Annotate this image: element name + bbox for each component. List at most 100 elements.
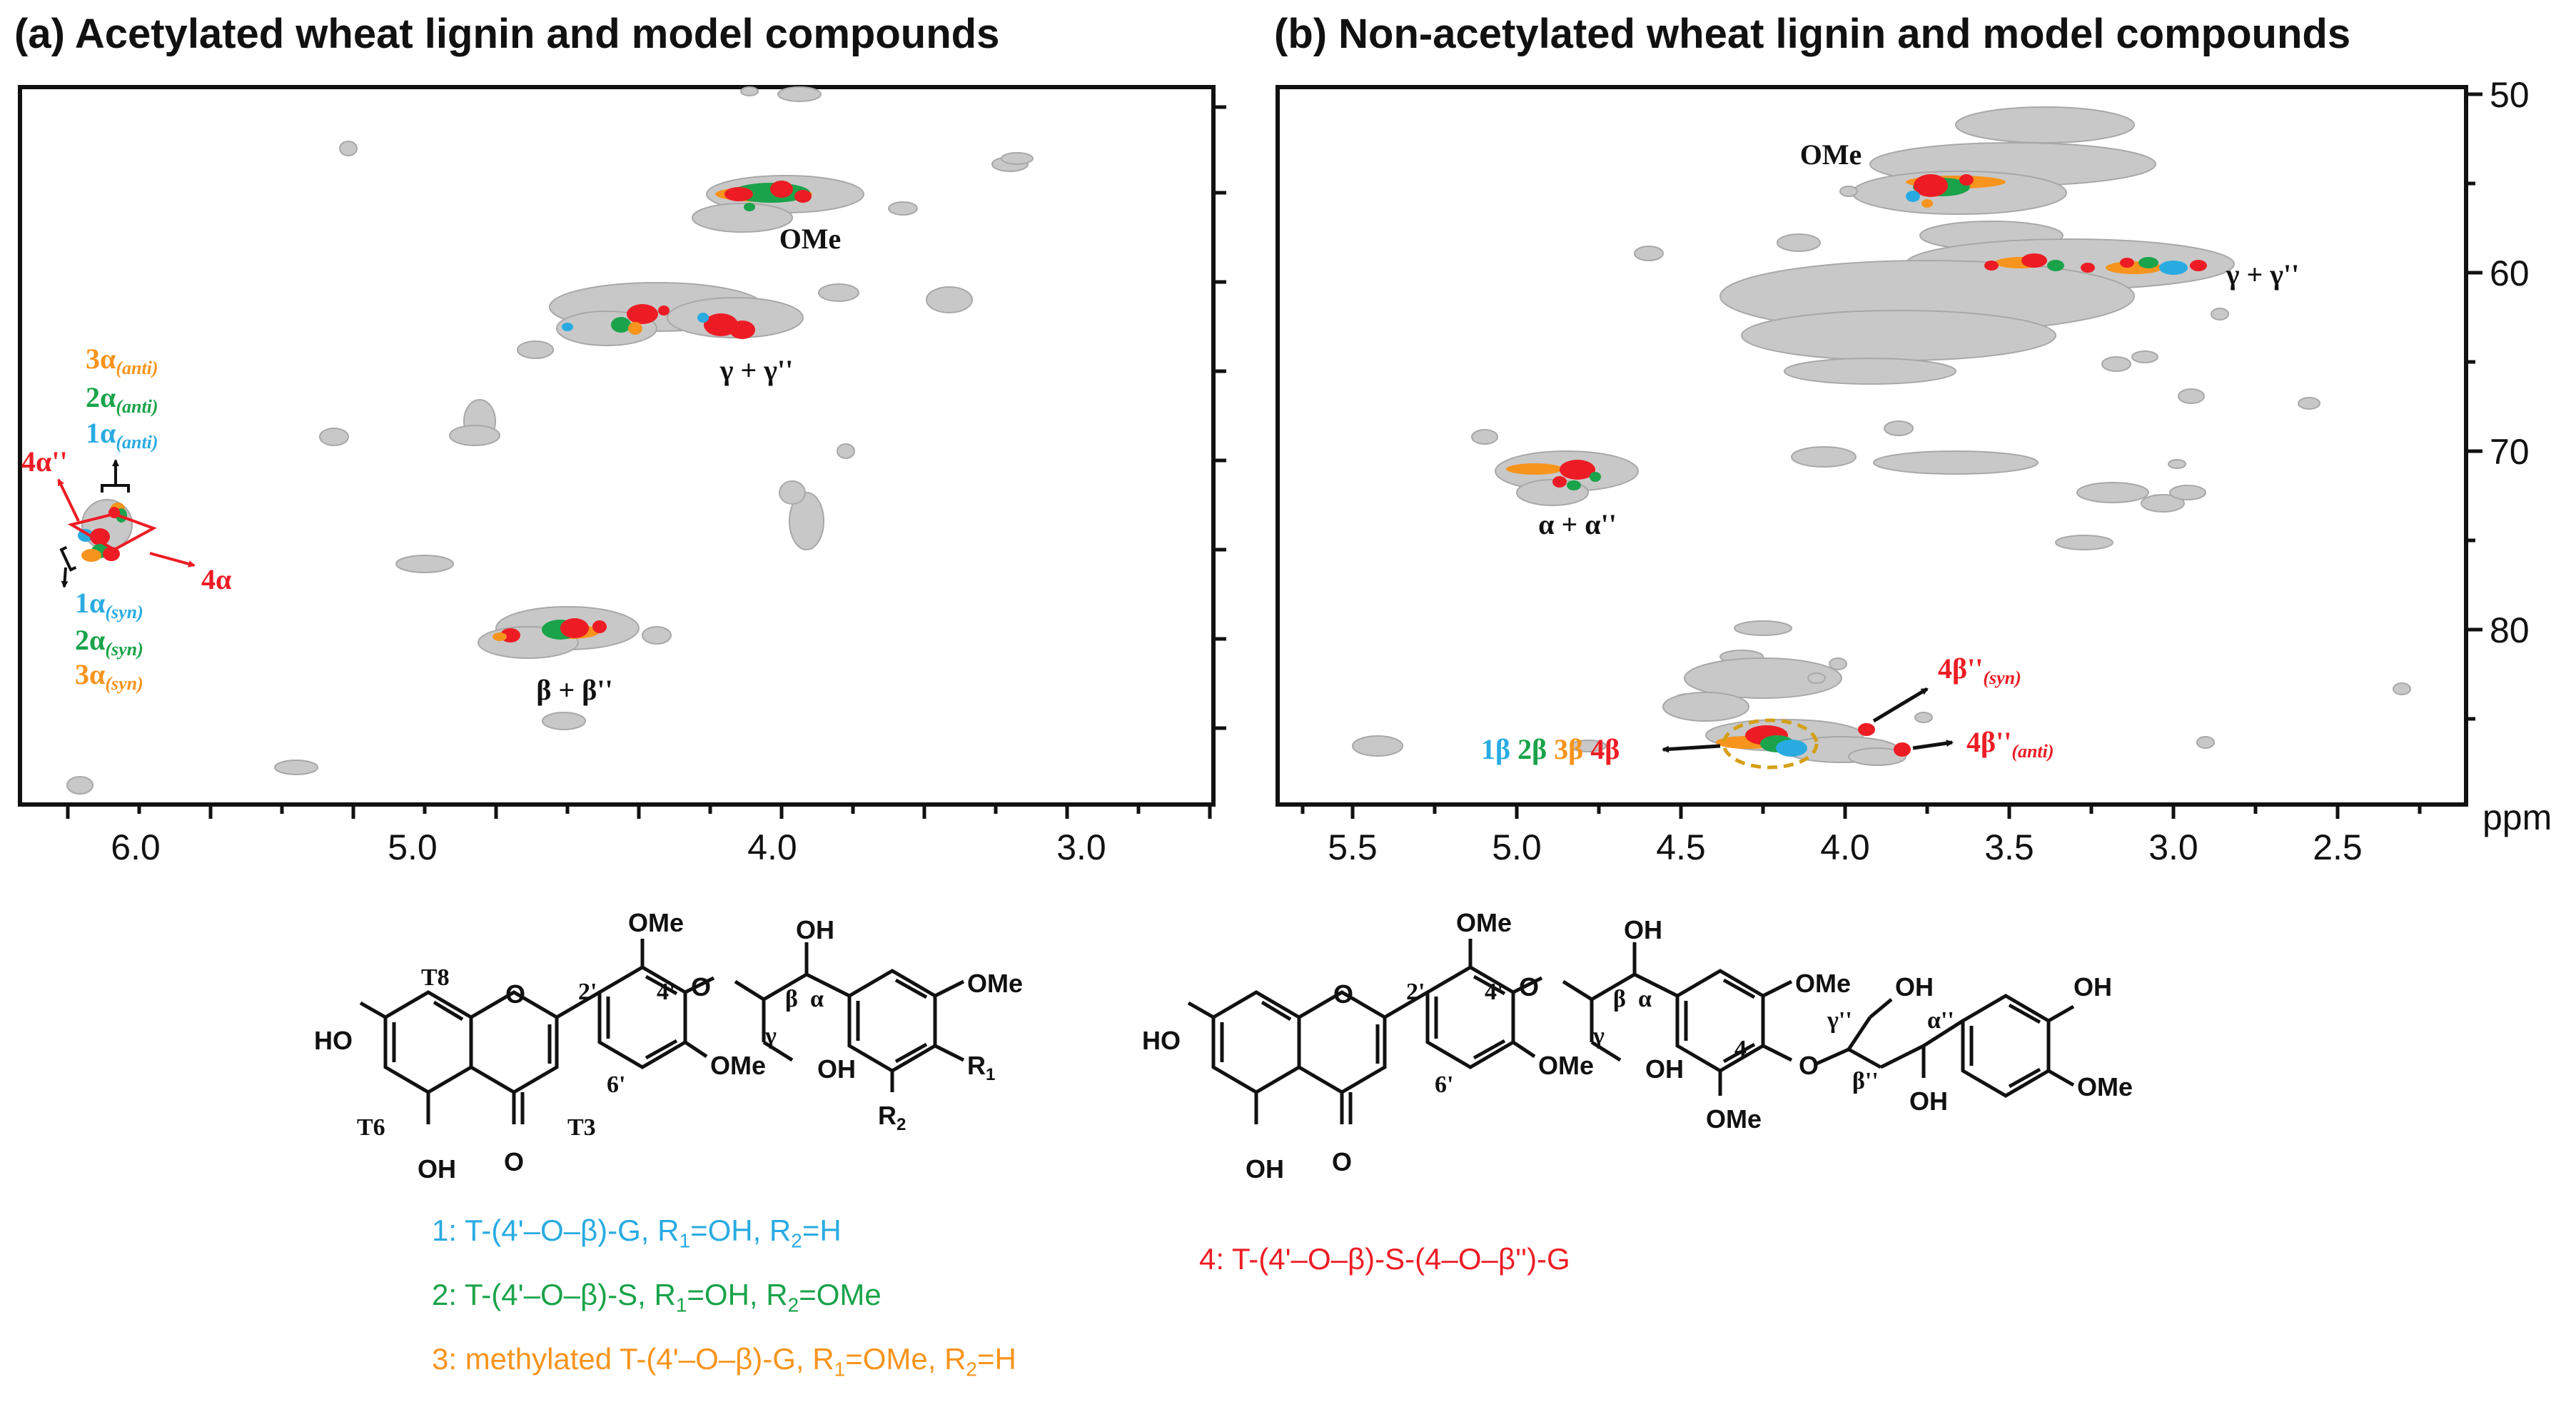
panel-a-tick-4.0: 4.0	[747, 827, 797, 867]
structure-4-position-labels: 2' 4' 6' β α γ 4 γ'' β'' α''	[1406, 979, 1954, 1098]
panel-a-title: (a) Acetylated wheat lignin and model co…	[14, 11, 1000, 57]
panel-b-tick-3.5: 3.5	[1984, 827, 2034, 867]
panel-b-highlight-ring	[1722, 718, 1819, 770]
label-3alpha-syn: 3α(syn)	[75, 658, 143, 694]
panel-b-alpha-label: α + α''	[1538, 508, 1617, 540]
svg-text:γ: γ	[1592, 1023, 1605, 1049]
panel-a-frame	[18, 85, 1216, 807]
svg-text:OH: OH	[1246, 1154, 1284, 1184]
label-4beta-pp-syn: 4β''(syn)	[1938, 652, 2021, 688]
panel-a-tick-5.0: 5.0	[388, 827, 438, 867]
svg-text:O: O	[1332, 1147, 1352, 1176]
panel-b-annotations	[1662, 687, 1954, 753]
panel-b-x-axis	[1300, 805, 2422, 819]
svg-text:2': 2'	[1406, 979, 1425, 1005]
svg-text:O: O	[1333, 979, 1353, 1009]
svg-text:6': 6'	[1435, 1071, 1453, 1098]
svg-text:β: β	[785, 986, 798, 1012]
svg-text:HO: HO	[314, 1026, 353, 1055]
svg-text:R2: R2	[878, 1101, 906, 1134]
panel-b-tick-4.5: 4.5	[1656, 827, 1706, 867]
legend-compound-4: 4: T-(4'–O–β)-S-(4–O–β'')-G	[1199, 1242, 1570, 1276]
panel-b-title: (b) Non-acetylated wheat lignin and mode…	[1274, 11, 2351, 57]
svg-text:4': 4'	[1485, 979, 1503, 1005]
label-1alpha-anti: 1α(anti)	[86, 417, 158, 453]
panel-a-gamma-label: γ + γ''	[719, 354, 793, 386]
panel-b-tick-5.5: 5.5	[1328, 827, 1378, 867]
svg-text:O: O	[691, 972, 711, 1002]
legend-compound-2: 2: T-(4'–O–β)-S, R1=OH, R2=OMe	[432, 1278, 882, 1316]
svg-text:α: α	[810, 986, 824, 1012]
svg-text:OH: OH	[1645, 1054, 1684, 1084]
svg-text:T8: T8	[421, 964, 450, 991]
panel-a-y-ticks	[1213, 105, 1226, 730]
panel-b-lignin-contours	[1352, 106, 2411, 766]
panel-b-model-peaks	[1506, 174, 2207, 757]
svg-text:OMe: OMe	[967, 969, 1023, 998]
svg-text:γ: γ	[764, 1023, 777, 1049]
label-4beta-pp-anti: 4β''(anti)	[1966, 726, 2054, 762]
structure-1-3-labels: HO OH O O OMe O OMe OH OH OMe R1 R2	[314, 908, 1023, 1184]
panel-a-ome-label: OMe	[779, 223, 842, 255]
panel-a-x-axis	[66, 805, 1212, 819]
label-4alpha: 4α	[201, 563, 231, 595]
panel-b-ytick-70: 70	[2490, 432, 2530, 472]
panel-a-beta-label: β + β''	[536, 674, 612, 706]
panel-b-tick-2.5: 2.5	[2313, 827, 2363, 867]
panel-a-tick-6.0: 6.0	[111, 827, 161, 867]
svg-text:OMe: OMe	[1795, 969, 1851, 998]
svg-text:OH: OH	[817, 1054, 856, 1084]
svg-text:γ'': γ''	[1827, 1007, 1852, 1034]
label-4alpha-pp: 4α''	[21, 445, 68, 478]
svg-text:α: α	[1638, 986, 1652, 1012]
label-3alpha-anti: 3α(anti)	[86, 343, 158, 378]
svg-text:6': 6'	[607, 1071, 625, 1098]
panel-a-annotations	[57, 459, 196, 588]
svg-text:OH: OH	[1895, 972, 1934, 1002]
svg-text:T3: T3	[567, 1114, 596, 1141]
svg-text:OH: OH	[796, 915, 834, 944]
svg-text:R1: R1	[967, 1051, 995, 1084]
panel-a-model-peaks	[78, 181, 812, 642]
structure-model-4	[1187, 939, 2075, 1124]
label-1alpha-syn: 1α(syn)	[75, 587, 143, 622]
svg-text:O: O	[1799, 1051, 1819, 1080]
svg-text:O: O	[505, 979, 525, 1009]
legend-compound-1: 1: T-(4'–O–β)-G, R1=OH, R2=H	[432, 1214, 842, 1252]
svg-text:α'': α''	[1927, 1007, 1954, 1034]
panel-b-tick-4.0: 4.0	[1820, 827, 1870, 867]
legend-compound-3: 3: methylated T-(4'–O–β)-G, R1=OMe, R2=H	[432, 1342, 1016, 1381]
panel-b-ppm-unit: ppm	[2482, 797, 2552, 837]
svg-text:2': 2'	[578, 979, 597, 1005]
svg-text:β: β	[1613, 986, 1626, 1012]
structure-1-3-position-labels: T8 T6 T3 2' 4' 6' β α γ	[357, 964, 824, 1141]
panel-b-ytick-60: 60	[2490, 253, 2530, 293]
svg-text:OMe: OMe	[710, 1051, 766, 1080]
panel-b-gamma-label: γ + γ''	[2226, 258, 2299, 291]
label-2alpha-syn: 2α(syn)	[75, 624, 143, 660]
panel-b-ome-label: OMe	[1800, 138, 1862, 171]
svg-text:β'': β''	[1852, 1068, 1879, 1094]
svg-text:OMe: OMe	[1706, 1104, 1762, 1134]
panel-a-tick-3.0: 3.0	[1056, 827, 1106, 867]
panel-b-tick-3.0: 3.0	[2148, 827, 2198, 867]
panel-a: OMe γ + γ'' β + β'' 3α(anti) 2α(anti) 1α…	[18, 85, 1226, 867]
svg-text:OMe: OMe	[1538, 1051, 1594, 1080]
panel-b-ytick-80: 80	[2490, 610, 2530, 650]
panel-b-tick-5.0: 5.0	[1492, 827, 1542, 867]
label-2alpha-anti: 2α(anti)	[86, 381, 158, 417]
structure-model-1-3	[359, 939, 965, 1124]
svg-text:OH: OH	[418, 1154, 456, 1184]
svg-text:4': 4'	[657, 979, 675, 1005]
svg-text:OMe: OMe	[2077, 1072, 2133, 1101]
svg-text:T6: T6	[357, 1114, 385, 1141]
svg-text:4: 4	[1734, 1036, 1747, 1062]
svg-text:OMe: OMe	[628, 908, 684, 937]
panel-b-frame	[1276, 85, 2468, 807]
panel-b-y-axis	[2466, 92, 2482, 721]
svg-text:OH: OH	[2074, 972, 2112, 1002]
svg-text:O: O	[504, 1147, 524, 1176]
